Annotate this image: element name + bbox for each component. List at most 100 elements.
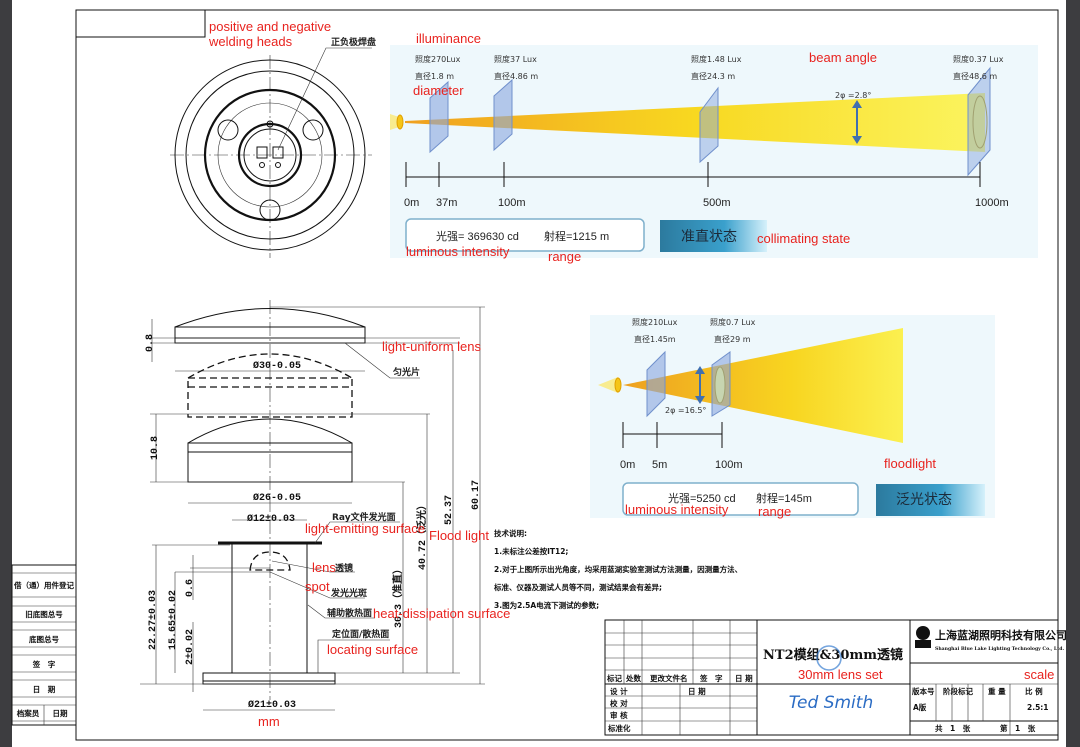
technical-notes: 技术说明: 1.未标注公差按IT12; 2.对于上图所示出光角度，均采用蓝湖实验… xyxy=(493,528,742,610)
annotation-lens: lens xyxy=(312,560,336,575)
state-label: 准直状态 xyxy=(681,228,737,245)
annotation-heat-dissipation: heat-dissipation surface xyxy=(373,606,510,621)
measurement-plane xyxy=(646,350,666,418)
positive-pad xyxy=(256,146,268,159)
heat-surface-label-cn: 辅助散热面 xyxy=(327,607,372,619)
dim-2: 2±0.02 xyxy=(185,629,196,665)
intensity-box xyxy=(622,482,859,516)
front-view: 正负极焊盘 xyxy=(170,36,376,258)
illuminance-label: 照度0.37 Lux xyxy=(953,54,1004,64)
role-label: 标准化 xyxy=(607,723,631,733)
right-window-edge xyxy=(1066,0,1080,747)
company-logo-icon xyxy=(915,626,931,648)
annotation-locating-surface: locating surface xyxy=(327,642,418,657)
notes-title: 技术说明: xyxy=(494,528,527,538)
annotation-collimating-state: collimating state xyxy=(757,231,850,246)
state-badge xyxy=(876,484,985,516)
corner-box xyxy=(75,9,206,38)
title-block: 标记 处数 更改文件名 签 字 日 期 设 计 校 对 审 核 标准化 日 期 … xyxy=(604,619,1067,736)
range-value: 射程=1215 m xyxy=(544,229,609,243)
distance-tick: 100m xyxy=(715,459,743,471)
mounting-hole xyxy=(217,119,239,141)
role-label: 审 核 xyxy=(610,710,628,720)
rev-header: 日 期 xyxy=(735,673,753,683)
role-label: 设 计 xyxy=(610,686,628,696)
distance-tick: 1000m xyxy=(975,197,1009,209)
measurement-plane xyxy=(967,66,991,177)
company-name-en: Shanghai Blue Lake Lighting Technology C… xyxy=(935,646,1064,652)
dim-15-65: 15.65±0.02 xyxy=(168,590,179,650)
intensity-value: 光强=5250 cd xyxy=(668,491,736,505)
annotation-welding-heads: positive and negative xyxy=(209,19,331,34)
drawing-title: NT2模组&30mm透镜 xyxy=(763,647,903,663)
dim-10-8: 10.8 xyxy=(150,436,161,460)
total-sheets: 共 1 张 xyxy=(935,723,971,733)
pad-label: 正负极焊盘 xyxy=(331,36,376,48)
measurement-plane xyxy=(493,78,513,152)
left-table-cell: 底图总号 xyxy=(29,634,59,644)
diameter-label: 直径48.6 m xyxy=(953,71,997,81)
diameter-label: 直径4.86 m xyxy=(494,71,538,81)
annotation-scale: scale xyxy=(1024,667,1054,682)
watermark-text: Ted Smith xyxy=(789,693,873,713)
left-table-cell: 日期 xyxy=(53,708,68,718)
note-line: 1.未标注公差按IT12; xyxy=(494,546,568,556)
annotation-floodlight: floodlight xyxy=(884,456,936,471)
watermark-logo-icon xyxy=(816,645,842,671)
left-table-cell: 日 期 xyxy=(33,684,56,694)
diameter-label: 直径1.8 m xyxy=(415,71,454,81)
distance-tick: 0m xyxy=(620,459,635,471)
annotation-light-uniform-lens: light-uniform lens xyxy=(382,339,481,354)
uniform-lens-label: 匀光片 xyxy=(393,366,420,378)
illuminance-label: 照度0.7 Lux xyxy=(710,317,756,327)
rev-header: 签 字 xyxy=(699,673,723,683)
col-header: 版本号 xyxy=(911,686,935,696)
dim-d30: Ø30-0.05 xyxy=(253,360,301,372)
measurement-plane xyxy=(429,80,449,154)
negative-pad xyxy=(272,146,284,159)
note-line: 标准、仪器及测试人员等不同，测试结果会有差异; xyxy=(493,582,662,592)
ray-surface-label: Ray文件发光面 xyxy=(332,511,396,523)
col-header: 阶段标记 xyxy=(943,686,973,696)
annotation-luminous-intensity: luminous intensity xyxy=(406,244,510,259)
annotation-lens-set: 30mm lens set xyxy=(798,667,883,682)
left-table-cell: 签 字 xyxy=(32,659,56,669)
annotation-mm: mm xyxy=(258,714,280,729)
annotation-range: range xyxy=(548,249,581,264)
dim-d12: Ø12±0.03 xyxy=(247,513,295,525)
diameter-label: 直径29 m xyxy=(714,334,751,344)
rev-header: 更改文件名 xyxy=(650,673,688,683)
locate-surface-label-cn: 定位面/散热面 xyxy=(331,628,389,640)
rev-header: 标记 xyxy=(606,673,622,683)
annotation-spot: spot xyxy=(305,579,330,594)
dim-52-37: 52.37 xyxy=(444,495,455,525)
illuminance-label: 照度210Lux xyxy=(632,317,678,327)
state-label: 泛光状态 xyxy=(896,492,952,508)
illuminance-label: 照度270Lux xyxy=(415,54,461,64)
left-window-edge xyxy=(0,0,12,747)
version-value: A版 xyxy=(913,702,927,712)
distance-tick: 100m xyxy=(498,197,526,209)
side-view: 0.8 Ø30-0.05 匀光片 10.8 Ø26-0.05 Ø12±0.03 … xyxy=(140,300,485,711)
left-registration-table: 借（通）用件登记 旧底图总号 底图总号 签 字 日 期 档案员 日期 xyxy=(11,564,77,726)
annotation-flood-light: Flood light xyxy=(429,528,489,543)
left-table-cell: 旧底图总号 xyxy=(25,609,63,619)
dim-60-17: 60.17 xyxy=(471,480,482,510)
left-table-cell: 档案员 xyxy=(17,708,40,718)
dim-30-3: 30.3（准直） xyxy=(391,564,405,628)
left-table-cell: 借（通）用件登记 xyxy=(13,580,74,590)
dim-0-6: 0.6 xyxy=(185,579,196,597)
distance-tick: 37m xyxy=(436,197,457,209)
ratio-value: 2.5:1 xyxy=(1027,703,1049,712)
distance-tick: 5m xyxy=(652,459,667,471)
col-header: 比 例 xyxy=(1025,686,1043,696)
dim-d26: Ø26-0.05 xyxy=(253,492,301,504)
intensity-value: 光强= 369630 cd xyxy=(436,229,519,243)
annotation-range: range xyxy=(758,504,791,519)
dim-0-8: 0.8 xyxy=(145,334,156,352)
dim-40-72: 40.72（泛光） xyxy=(415,500,429,570)
date-label: 日 期 xyxy=(688,686,706,696)
light-beam xyxy=(623,328,903,443)
note-line: 3.图为2.5A电流下测试的参数; xyxy=(494,600,599,610)
